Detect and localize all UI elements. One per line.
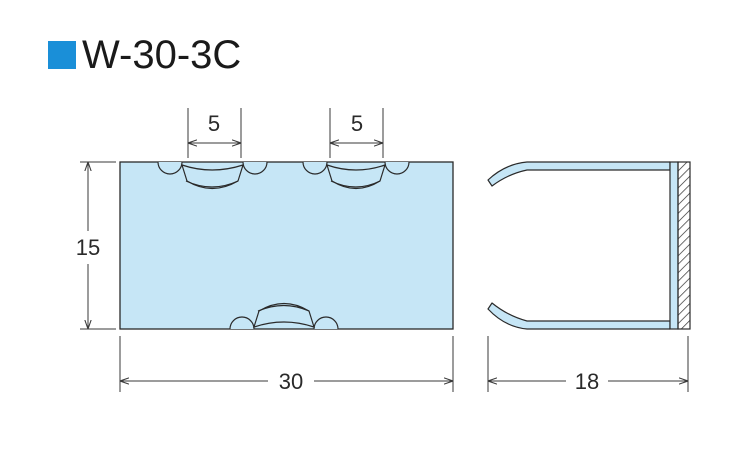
front-view	[119, 161, 454, 330]
bottom-tab	[229, 302, 339, 330]
side-view-lower-arm	[487, 302, 671, 330]
side-view-back-plate	[677, 161, 691, 330]
dim-label-height: 15	[76, 235, 100, 260]
top-left-tab	[157, 161, 268, 190]
dim-label-slot-left: 5	[208, 111, 220, 136]
dim-label-width: 30	[279, 369, 303, 394]
side-view-spine	[669, 161, 679, 330]
dimension-labels: 5 5 15 30 18	[76, 111, 599, 394]
top-right-tab	[302, 161, 410, 190]
side-view-upper-arm	[487, 161, 671, 187]
title-marker-icon	[48, 41, 76, 69]
side-view	[487, 161, 691, 330]
dim-label-depth: 18	[575, 369, 599, 394]
dim-label-slot-right: 5	[351, 111, 363, 136]
title-text: W-30-3C	[82, 33, 242, 77]
front-view-body	[119, 161, 454, 330]
dimensions	[80, 108, 689, 392]
title: W-30-3C	[48, 30, 241, 80]
